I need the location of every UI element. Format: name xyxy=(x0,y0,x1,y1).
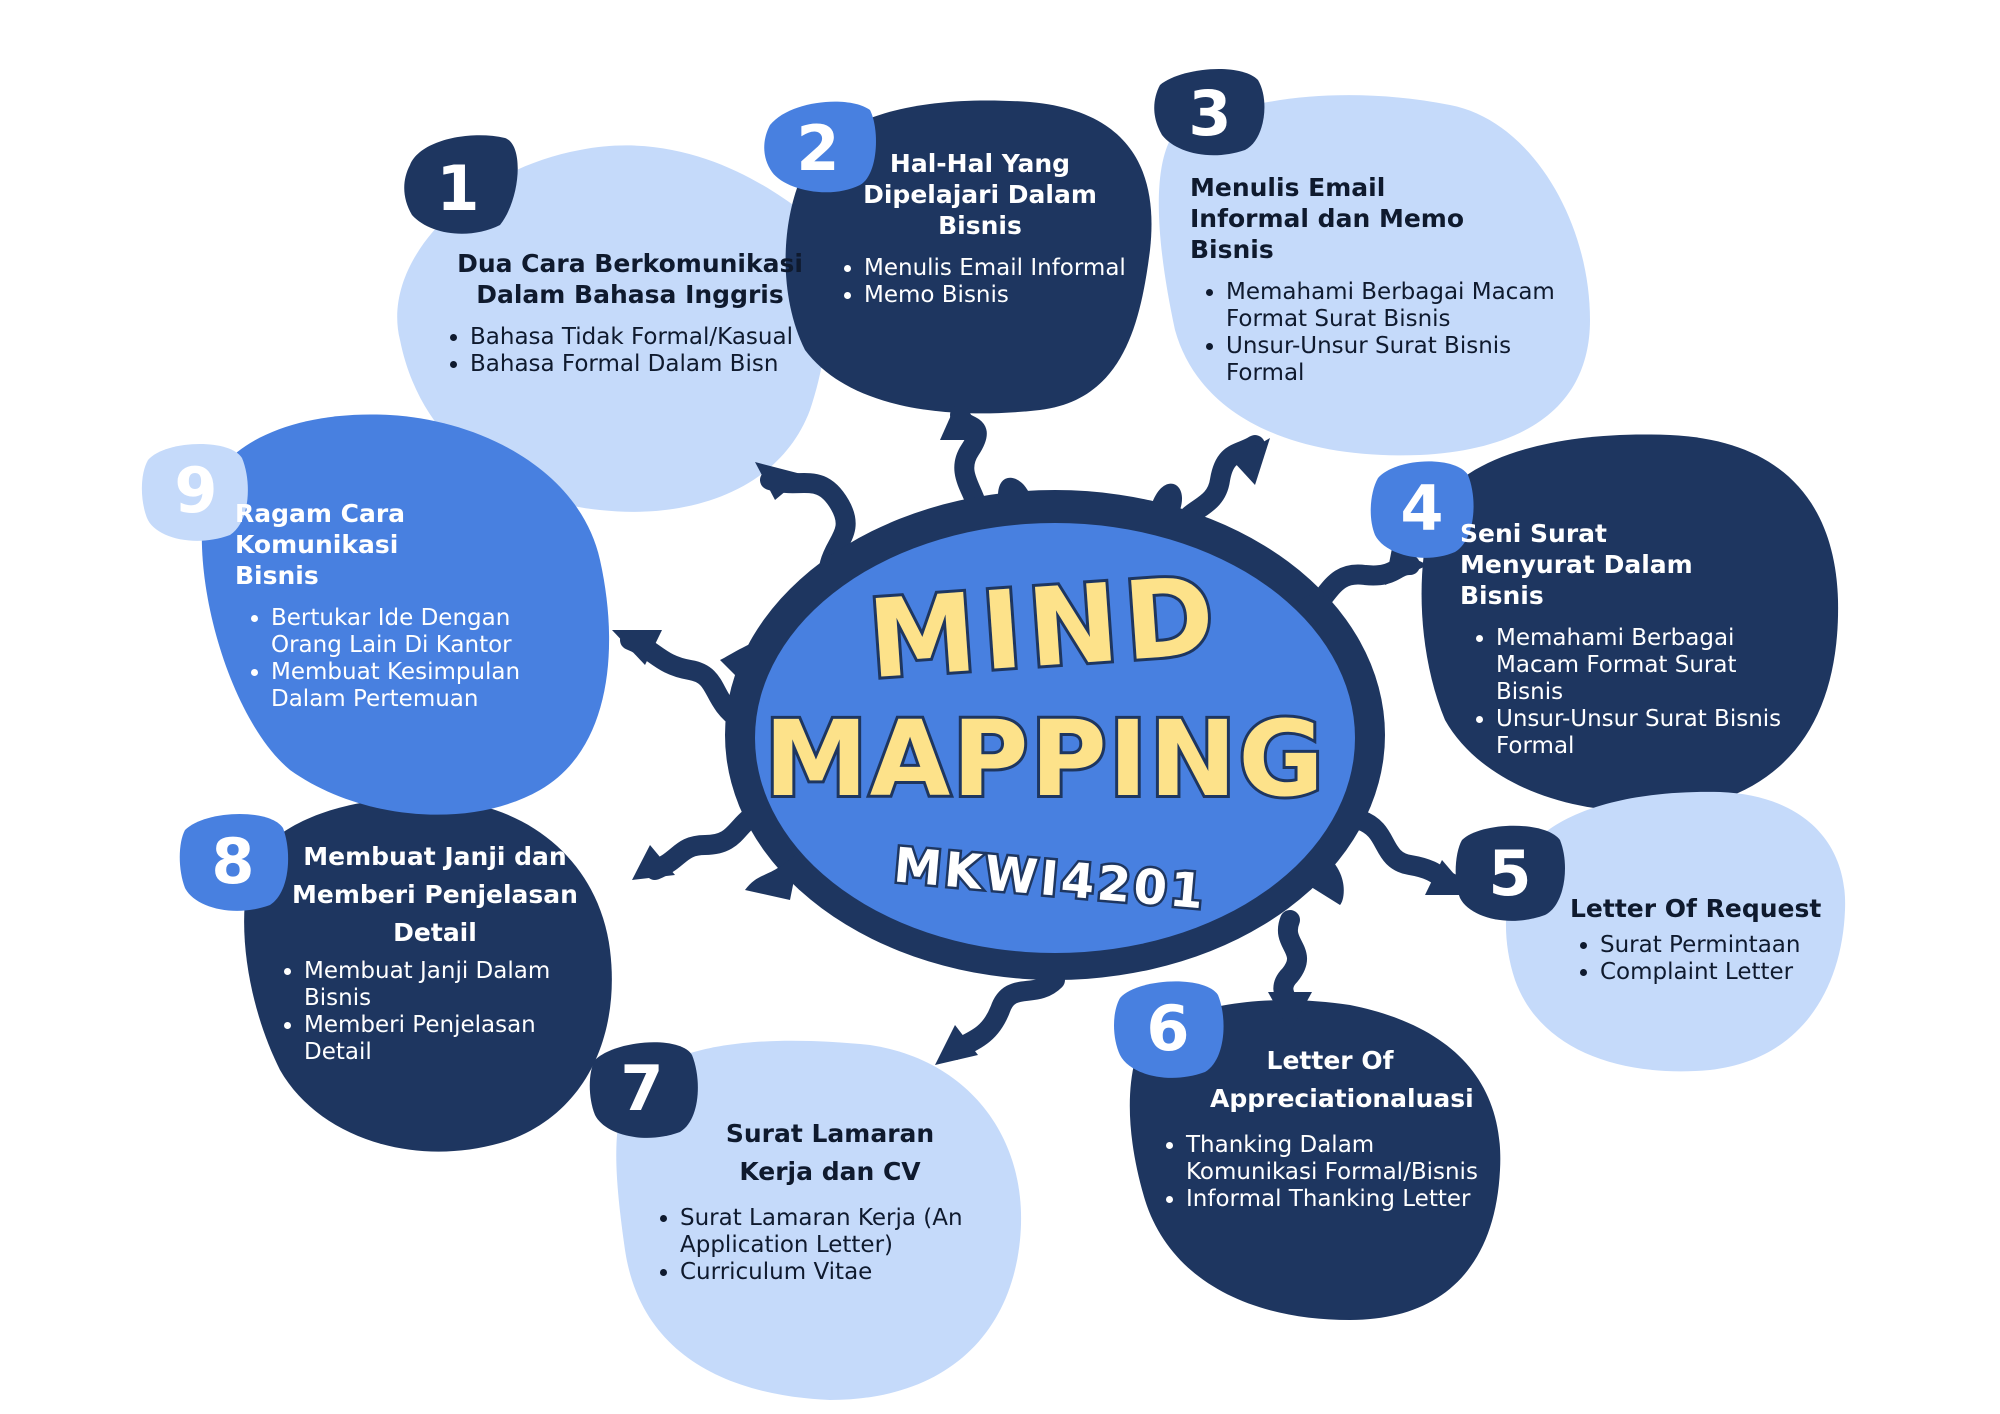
node-9-badge xyxy=(141,443,248,541)
node-2-title: Hal-Hal Yang Dipelajari Dalam Bisnis xyxy=(863,149,1097,240)
node-8-blob xyxy=(244,798,612,1152)
list-item: Memberi Penjelasan Detail xyxy=(304,1012,600,1066)
node-4-title: Seni Surat Menyurat Dalam Bisnis xyxy=(1460,519,1693,610)
node-9: Ragam Cara Komunikasi Bisnis Bertukar Id… xyxy=(235,498,580,713)
node-1-badge xyxy=(404,135,518,234)
list-item: Memahami Berbagai Macam Format Surat Bis… xyxy=(1496,625,1810,706)
node-1-blob xyxy=(397,145,828,512)
list-item: Bahasa Formal Dalam Bisn xyxy=(470,351,820,378)
node-3-title: Menulis Email Informal dan Memo Bisnis xyxy=(1190,173,1464,264)
node-4-badge xyxy=(1370,461,1474,558)
node-5: Letter Of Request Surat Permintaan Compl… xyxy=(1570,893,1840,986)
list-item: Memahami Berbagai Macam Format Surat Bis… xyxy=(1226,279,1570,333)
node-3-list: Memahami Berbagai Macam Format Surat Bis… xyxy=(1190,279,1570,387)
list-item: Unsur-Unsur Surat Bisnis Formal xyxy=(1496,706,1810,760)
list-item: Surat Permintaan xyxy=(1600,932,1840,959)
node-4-blob xyxy=(1421,434,1839,812)
node-8-number: 8 xyxy=(211,825,254,898)
list-item: Surat Lamaran Kerja (An Application Lett… xyxy=(680,1205,1010,1259)
connector-arrowheads xyxy=(612,395,1472,1065)
center-ellipse xyxy=(755,523,1355,953)
node-5-blob xyxy=(1505,791,1846,1072)
node-6: Letter Of Appreciationaluasi Thanking Da… xyxy=(1160,1042,1500,1213)
node-3-number: 3 xyxy=(1188,77,1231,150)
node-8-list: Membuat Janji Dalam Bisnis Memberi Penje… xyxy=(270,958,600,1066)
node-4-number: 4 xyxy=(1400,472,1443,545)
node-9-blob xyxy=(201,414,610,815)
list-item: Curriculum Vitae xyxy=(680,1259,1010,1286)
node-6-number: 6 xyxy=(1146,992,1189,1065)
list-item: Memo Bisnis xyxy=(864,282,1130,309)
list-item: Bertukar Ide Dengan Orang Lain Di Kantor xyxy=(271,605,580,659)
node-1-title: Dua Cara Berkomunikasi Dalam Bahasa Ingg… xyxy=(457,249,803,309)
node-8: Membuat Janji dan Memberi Penjelasan Det… xyxy=(270,838,600,1066)
node-1-list: Bahasa Tidak Formal/Kasual Bahasa Formal… xyxy=(440,324,820,378)
node-1-number: 1 xyxy=(436,152,479,225)
node-6-list: Thanking Dalam Komunikasi Formal/Bisnis … xyxy=(1160,1132,1500,1213)
list-item: Menulis Email Informal xyxy=(864,255,1130,282)
node-5-badge xyxy=(1455,825,1565,921)
list-item: Membuat Kesimpulan Dalam Pertemuan xyxy=(271,659,580,713)
list-item: Thanking Dalam Komunikasi Formal/Bisnis xyxy=(1186,1132,1500,1186)
node-2: Hal-Hal Yang Dipelajari Dalam Bisnis Men… xyxy=(830,148,1130,309)
node-2-number: 2 xyxy=(796,112,839,185)
node-9-number: 9 xyxy=(174,454,217,527)
node-3: Menulis Email Informal dan Memo Bisnis M… xyxy=(1190,172,1570,387)
center-title-line1: MIND xyxy=(864,554,1224,703)
node-2-blob xyxy=(785,100,1152,414)
list-item: Membuat Janji Dalam Bisnis xyxy=(304,958,600,1012)
node-7: Surat Lamaran Kerja dan CV Surat Lamaran… xyxy=(650,1115,1010,1286)
node-5-list: Surat Permintaan Complaint Letter xyxy=(1570,932,1840,986)
node-7-number: 7 xyxy=(620,1052,663,1125)
node-7-title: Surat Lamaran Kerja dan CV xyxy=(725,1119,935,1186)
node-7-badge xyxy=(589,1042,698,1138)
node-6-blob xyxy=(1129,1000,1501,1320)
node-8-title: Membuat Janji dan Memberi Penjelasan Det… xyxy=(292,842,578,947)
node-6-title: Letter Of Appreciationaluasi xyxy=(1210,1046,1474,1113)
node-8-badge xyxy=(179,813,289,911)
node-3-blob xyxy=(1158,95,1590,456)
center-title-line2: MAPPING xyxy=(764,698,1326,820)
list-item: Informal Thanking Letter xyxy=(1186,1186,1500,1213)
node-9-title: Ragam Cara Komunikasi Bisnis xyxy=(235,499,406,590)
node-6-badge xyxy=(1114,981,1224,1078)
list-item: Unsur-Unsur Surat Bisnis Formal xyxy=(1226,333,1570,387)
node-5-number: 5 xyxy=(1488,837,1531,910)
node-5-title: Letter Of Request xyxy=(1570,894,1822,923)
node-2-list: Menulis Email Informal Memo Bisnis xyxy=(830,255,1130,309)
node-1: Dua Cara Berkomunikasi Dalam Bahasa Ingg… xyxy=(440,248,820,378)
node-7-blob xyxy=(616,1040,1022,1400)
node-4-list: Memahami Berbagai Macam Format Surat Bis… xyxy=(1460,625,1810,760)
list-item: Bahasa Tidak Formal/Kasual xyxy=(470,324,820,351)
node-7-list: Surat Lamaran Kerja (An Application Lett… xyxy=(650,1205,1010,1286)
node-4: Seni Surat Menyurat Dalam Bisnis Memaham… xyxy=(1460,518,1810,760)
node-2-badge xyxy=(764,101,876,193)
node-3-badge xyxy=(1154,69,1265,156)
node-9-list: Bertukar Ide Dengan Orang Lain Di Kantor… xyxy=(235,605,580,713)
list-item: Complaint Letter xyxy=(1600,959,1840,986)
